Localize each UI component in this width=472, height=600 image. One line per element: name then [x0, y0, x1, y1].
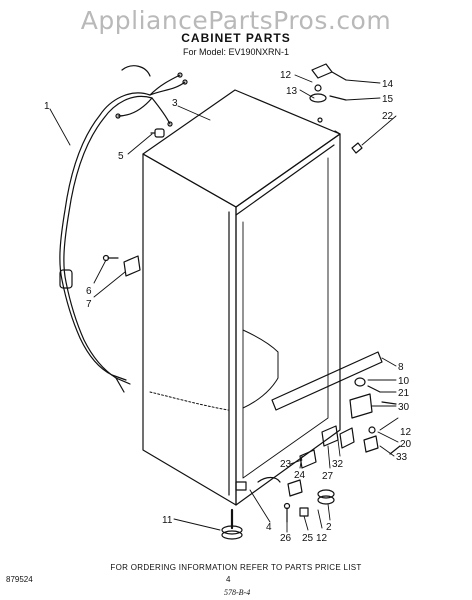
callout-12-top: 12	[280, 70, 292, 81]
callout-15: 15	[382, 94, 394, 105]
callout-27: 27	[322, 471, 334, 482]
cabinet-interior-hump	[149, 329, 279, 411]
callout-24: 24	[294, 470, 306, 481]
callout-5: 5	[118, 151, 124, 162]
handwritten-code: 578-B-4	[224, 588, 251, 597]
figure-code: 879524	[6, 575, 33, 584]
callout-8: 8	[398, 362, 404, 373]
bottom-hinge-parts	[235, 377, 401, 523]
callout-26: 26	[280, 533, 292, 544]
wire-harness	[59, 65, 188, 393]
watermark-text: AppliancePartsPros.com	[80, 6, 392, 35]
diagram-title: CABINET PARTS	[181, 31, 291, 45]
callout-3: 3	[172, 98, 178, 109]
top-hinge-parts	[309, 63, 363, 154]
leveling-leg	[221, 508, 243, 540]
callout-10: 10	[398, 376, 410, 387]
callout-30: 30	[398, 402, 410, 413]
callout-33: 33	[396, 452, 408, 463]
ordering-note: FOR ORDERING INFORMATION REFER TO PARTS …	[110, 563, 362, 572]
callout-22: 22	[382, 111, 394, 122]
callout-leaders	[49, 74, 399, 533]
callout-4: 4	[266, 522, 272, 533]
page-number: 4	[226, 575, 231, 584]
callout-7: 7	[86, 299, 92, 310]
cabinet-shell	[142, 89, 341, 506]
callout-32: 32	[332, 459, 344, 470]
callout-25: 25	[302, 533, 314, 544]
callout-13: 13	[286, 86, 298, 97]
front-cover-tube	[271, 351, 383, 411]
part-6-7-bracket	[102, 254, 141, 277]
callout-labels: 1 3 5 6 7 12 13 14 15 22 8 10 21 30 12 2…	[44, 70, 412, 544]
callout-2: 2	[326, 522, 332, 533]
callout-6: 6	[86, 286, 92, 297]
callout-14: 14	[382, 79, 394, 90]
callout-12-bottom: 12	[316, 533, 328, 544]
callout-12-right: 12	[400, 427, 412, 438]
callout-11: 11	[162, 515, 173, 526]
callout-21: 21	[398, 388, 410, 399]
callout-23: 23	[280, 459, 292, 470]
callout-1: 1	[44, 101, 50, 112]
callout-20: 20	[400, 439, 412, 450]
part-5-clip	[150, 128, 165, 138]
model-subtitle: For Model: EV190NXRN-1	[182, 47, 290, 57]
